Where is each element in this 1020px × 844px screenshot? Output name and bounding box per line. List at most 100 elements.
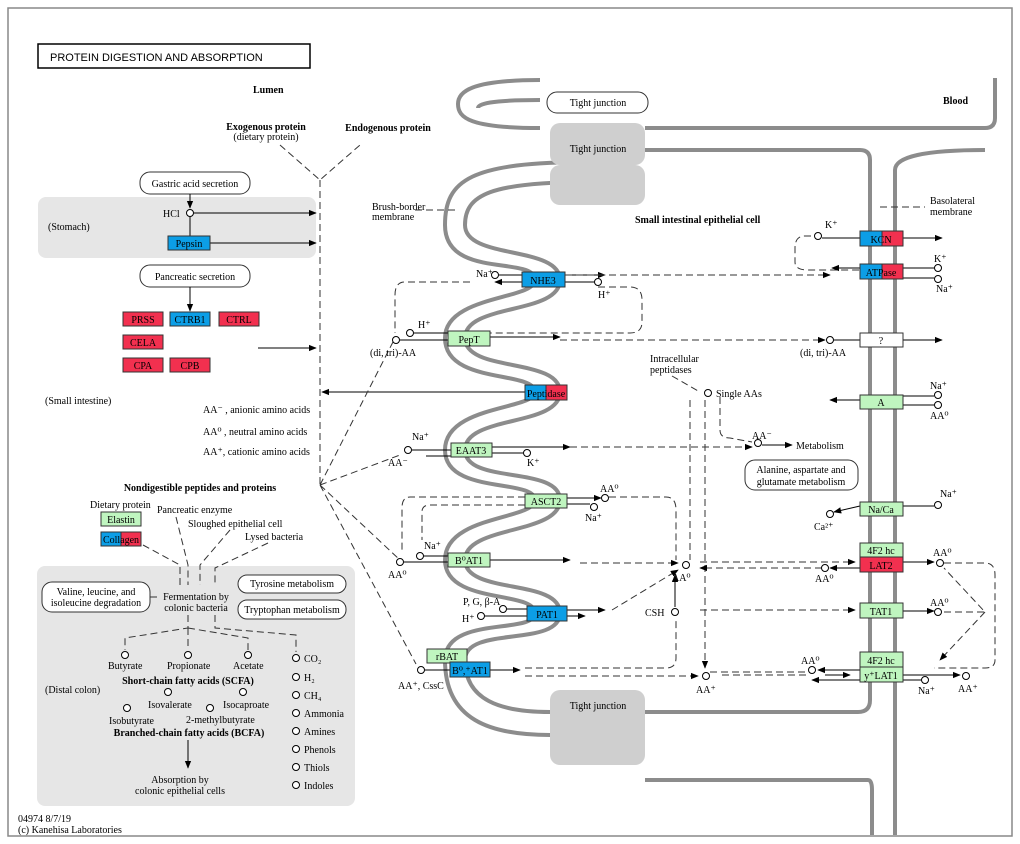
gene-peptidase[interactable]: Peptidase — [524, 384, 568, 401]
svg-text:Dietary protein: Dietary protein — [90, 500, 151, 511]
gene-ctrb1[interactable]: CTRB1 — [169, 311, 211, 327]
gene-a[interactable]: A — [859, 394, 904, 410]
gene-cpa[interactable]: CPA — [122, 357, 164, 373]
svg-text:Amines: Amines — [304, 727, 335, 738]
svg-text:ATPase: ATPase — [866, 268, 897, 279]
svg-text:Na⁺: Na⁺ — [412, 432, 429, 443]
svg-text:AA⁻: AA⁻ — [388, 458, 408, 469]
aa-minus-intracellular[interactable] — [754, 439, 762, 447]
stomach-label: (Stomach) — [48, 222, 90, 233]
gene-prss[interactable]: PRSS — [122, 311, 164, 327]
gene-asct2[interactable]: ASCT2 — [524, 493, 568, 509]
svg-text:CPA: CPA — [134, 361, 153, 372]
svg-text:K⁺: K⁺ — [527, 458, 540, 469]
title-box: PROTEIN DIGESTION AND ABSORPTION — [37, 43, 311, 69]
svg-text:Tyrosine metabolism: Tyrosine metabolism — [250, 579, 334, 590]
gene-atpase[interactable]: ATPase — [859, 263, 904, 280]
gene-4f2hc-b[interactable]: 4F2 hc — [859, 651, 904, 668]
svg-text:Valine, leucine, and: Valine, leucine, and — [57, 587, 136, 598]
gene-elastin[interactable]: Elastin — [100, 511, 142, 527]
svg-text:Tight junction: Tight junction — [570, 701, 627, 712]
svg-text:2-methylbutyrate: 2-methylbutyrate — [186, 715, 255, 726]
svg-text:y⁺LAT1: y⁺LAT1 — [864, 671, 898, 682]
exogenous-protein: Exogenous protein — [226, 122, 306, 133]
svg-text:AA⁻ , anionic amino acids: AA⁻ , anionic amino acids — [203, 405, 310, 416]
svg-text:Na⁺: Na⁺ — [930, 381, 947, 392]
map-id-date: 04974 8/7/19 — [18, 814, 71, 825]
gastric-acid-secretion[interactable]: Gastric acid secretion — [139, 171, 251, 195]
gene-y-lat1[interactable]: y⁺LAT1 — [859, 666, 904, 683]
svg-text:LAT2: LAT2 — [869, 561, 892, 572]
svg-text:Tight junction: Tight junction — [570, 98, 627, 109]
gene-nhe3[interactable]: NHE3 — [521, 271, 566, 288]
svg-text:(di, tri)-AA: (di, tri)-AA — [800, 348, 847, 359]
fermentation-label: Fermentation by — [163, 592, 229, 603]
hcl-label: HCl — [163, 209, 180, 220]
aa-plus-intracellular[interactable] — [702, 672, 710, 680]
aa-legend: AA⁻ , anionic amino acids AA⁰ , neutral … — [203, 405, 310, 458]
svg-text:P, G, β-A: P, G, β-A — [463, 597, 501, 608]
svg-text:Alanine, aspartate and: Alanine, aspartate and — [756, 465, 845, 476]
gene-pept[interactable]: PepT — [447, 330, 491, 347]
svg-text:Short-chain fatty acids (SCFA): Short-chain fatty acids (SCFA) — [122, 676, 254, 687]
gene-pepsin[interactable]: Pepsin — [167, 235, 211, 251]
svg-text:AA⁺: AA⁺ — [958, 684, 978, 695]
gene-collagen[interactable]: Collagen — [100, 531, 142, 547]
svg-text:Ca²⁺: Ca²⁺ — [814, 522, 833, 533]
gene-na-ca[interactable]: Na/Ca — [859, 501, 904, 517]
svg-text:Acetate: Acetate — [233, 661, 264, 672]
svg-text:Pancreatic secretion: Pancreatic secretion — [155, 272, 235, 283]
gene-pat1[interactable]: PAT1 — [526, 605, 568, 622]
gene-ctrl[interactable]: CTRL — [218, 311, 260, 327]
svg-text:PepT: PepT — [458, 335, 479, 346]
gene-b0at1-plus[interactable]: B⁰,⁺AT1 — [449, 661, 491, 678]
gene-rbat[interactable]: rBAT — [426, 648, 468, 664]
svg-text:AA⁻: AA⁻ — [752, 431, 772, 442]
tryptophan-metabolism-map[interactable]: Tryptophan metabolism — [237, 599, 347, 620]
gene-cela[interactable]: CELA — [122, 334, 164, 350]
gene-tat1[interactable]: TAT1 — [859, 602, 904, 619]
svg-text:Collagen: Collagen — [103, 535, 139, 546]
svg-text:AA⁺, cationic amino acids: AA⁺, cationic amino acids — [203, 447, 310, 458]
gene-eaat3[interactable]: EAAT3 — [450, 442, 493, 458]
distal-colon-label: (Distal colon) — [45, 685, 100, 696]
svg-text:Tryptophan metabolism: Tryptophan metabolism — [244, 605, 340, 616]
pancreatic-secretion[interactable]: Pancreatic secretion — [139, 264, 251, 288]
cell-label: Small intestinal epithelial cell — [635, 215, 760, 226]
svg-text:Phenols: Phenols — [304, 745, 336, 756]
svg-text:H⁺: H⁺ — [462, 614, 475, 625]
gene-kcn[interactable]: KCN — [859, 230, 904, 247]
svg-text:Branched-chain fatty acids (BC: Branched-chain fatty acids (BCFA) — [114, 728, 265, 739]
svg-text:K⁺: K⁺ — [934, 254, 947, 265]
svg-text:(dietary protein): (dietary protein) — [233, 132, 298, 143]
svg-text:ASCT2: ASCT2 — [531, 497, 562, 508]
bcfa-group: Isovalerate Isocaproate Isobutyrate 2-me… — [109, 688, 270, 739]
svg-text:AA⁺: AA⁺ — [696, 685, 716, 696]
tyrosine-metabolism-map[interactable]: Tyrosine metabolism — [237, 574, 347, 594]
blood-label: Blood — [943, 96, 968, 107]
hcl-compound[interactable] — [186, 209, 194, 217]
svg-text:Elastin: Elastin — [107, 515, 135, 526]
valine-degradation-map[interactable]: Valine, leucine, and isoleucine degradat… — [41, 581, 151, 613]
svg-text:Na/Ca: Na/Ca — [868, 505, 894, 516]
svg-text:Na⁺: Na⁺ — [424, 541, 441, 552]
alanine-aspartate-glutamate-map[interactable]: Alanine, aspartate and glutamate metabol… — [744, 459, 859, 491]
single-aas[interactable] — [704, 389, 712, 397]
svg-text:Butyrate: Butyrate — [108, 661, 143, 672]
csh-compound[interactable] — [671, 608, 679, 616]
gene-b0at1[interactable]: B⁰AT1 — [447, 552, 491, 568]
intracellular-peptidases: Intracellular — [650, 354, 700, 365]
copyright: (c) Kanehisa Laboratories — [18, 825, 122, 836]
aa0-intracellular[interactable] — [682, 561, 690, 569]
svg-text:Sloughed epithelial cell: Sloughed epithelial cell — [188, 519, 283, 530]
svg-text:AA⁰ , neutral amino acids: AA⁰ , neutral amino acids — [203, 427, 307, 438]
gene-4f2hc-a[interactable]: 4F2 hc — [859, 542, 904, 558]
svg-text:Na⁺: Na⁺ — [585, 513, 602, 524]
gene-lat2[interactable]: LAT2 — [859, 556, 904, 573]
svg-text:Propionate: Propionate — [167, 661, 211, 672]
svg-text:4F2 hc: 4F2 hc — [867, 546, 895, 557]
svg-text:rBAT: rBAT — [436, 652, 458, 663]
svg-text:isoleucine degradation: isoleucine degradation — [51, 598, 141, 609]
gene-unknown-transporter[interactable]: ? — [859, 332, 904, 348]
gene-cpb[interactable]: CPB — [169, 357, 211, 373]
